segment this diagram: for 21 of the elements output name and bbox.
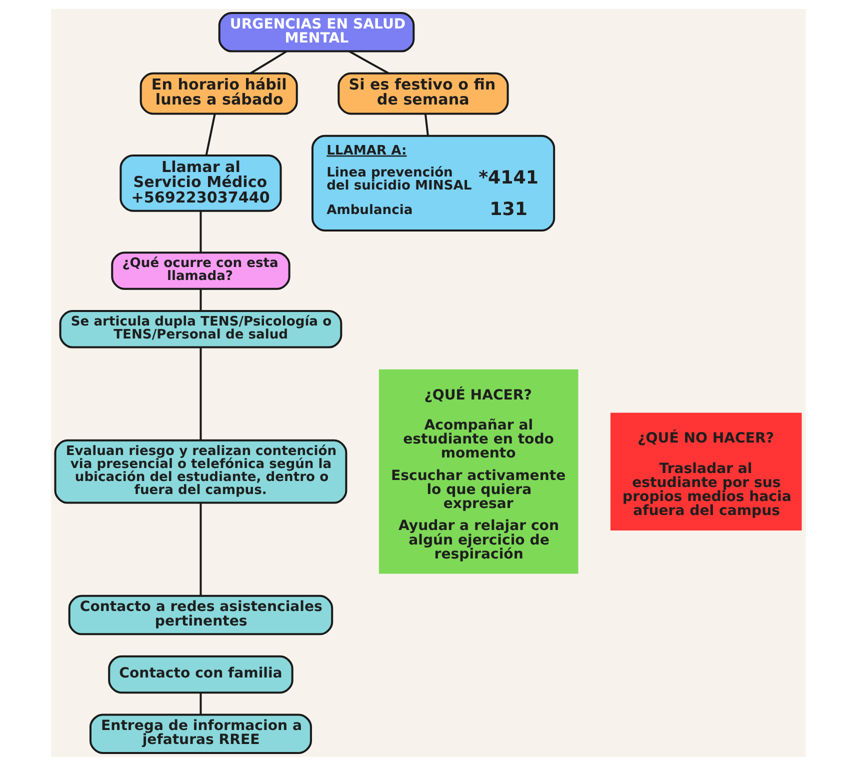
connector xyxy=(199,346,202,440)
node-box: Entrega de informacion a jefaturas RREE xyxy=(88,713,312,754)
node-box: ¿Qué ocurre con esta llamada? xyxy=(110,251,290,290)
connector xyxy=(199,502,202,596)
node-box: Se articula dupla TENS/Psicología o TENS/Personal de salud xyxy=(58,310,342,348)
node-box: Contacto a redes asistenciales pertinentes xyxy=(68,594,333,635)
node-box: ¿QUÉ NO HACER? Trasladar al estudiante por sus propios medios hacia afuera del campus xyxy=(610,412,802,530)
node-box: Llamar al Servicio Médico +569223037440 xyxy=(119,154,282,212)
connector xyxy=(199,692,202,714)
connector xyxy=(199,210,202,252)
node-box: En horario hábil lunes a sábado xyxy=(139,72,298,114)
node-box: Si es festivo o fin de semana xyxy=(337,72,508,114)
node-box: Contacto con familia xyxy=(108,654,293,694)
node-box: URGENCIAS EN SALUD MENTAL xyxy=(218,12,414,52)
node-box: ¿QUÉ HACER? Acompañar al estudiante en todo momento Escuchar activamente lo que quiera expresar Ayudar a relajar con algún ejercicio de respiración xyxy=(378,368,578,574)
connector xyxy=(199,288,202,311)
connector xyxy=(424,113,428,136)
connector xyxy=(204,113,216,156)
connector xyxy=(348,50,389,74)
connector xyxy=(250,50,287,74)
node-box: Evaluan riesgo y realizan contención via presencial o telefónica según la ubicación del estudiante, dentro o fuera del campus. xyxy=(54,438,347,504)
